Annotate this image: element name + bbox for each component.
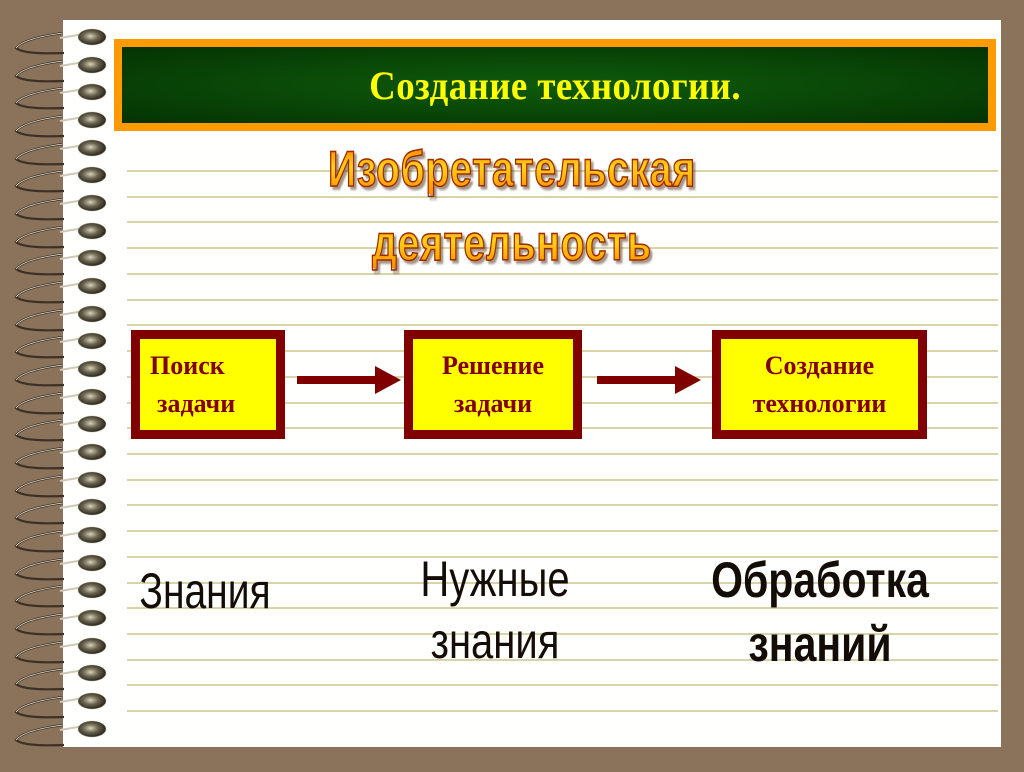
step-label-line1: Создание bbox=[764, 350, 875, 380]
step-label-line2: задачи bbox=[157, 388, 236, 418]
rule-line bbox=[127, 556, 998, 558]
rule-line bbox=[127, 582, 998, 584]
knowledge-label: Знания bbox=[131, 566, 279, 616]
subtitle-line-1: Изобретательская bbox=[113, 143, 912, 195]
step-label-line2: технологии bbox=[752, 388, 887, 418]
rule-line bbox=[127, 221, 998, 223]
step-box-solve-task: Решение задачи bbox=[404, 330, 582, 439]
subtitle-line-2: деятельность bbox=[113, 217, 912, 269]
rule-line bbox=[127, 247, 998, 249]
rule-line bbox=[127, 479, 998, 481]
spiral-ring-binding-icon bbox=[0, 0, 120, 767]
rule-line bbox=[127, 453, 998, 455]
needed-knowledge-line2: знания bbox=[430, 613, 560, 669]
rule-line bbox=[127, 273, 998, 275]
step-box-search-task: Поиск задачи bbox=[131, 330, 285, 439]
rule-line bbox=[127, 684, 998, 686]
title-banner: Создание технологии. bbox=[114, 39, 996, 131]
rule-line bbox=[127, 170, 998, 172]
rule-line bbox=[127, 530, 998, 532]
knowledge-processing-line1: Обработка bbox=[711, 552, 929, 608]
rule-line bbox=[127, 710, 998, 712]
rule-line bbox=[127, 659, 998, 661]
rule-line bbox=[127, 299, 998, 301]
step-label-line1: Поиск bbox=[150, 350, 225, 380]
title-banner-inner: Создание технологии. bbox=[122, 47, 988, 123]
rule-line bbox=[127, 504, 998, 506]
arrow-right-icon bbox=[597, 366, 701, 394]
arrow-right-icon bbox=[297, 366, 401, 394]
step-label-line1: Решение bbox=[441, 350, 545, 380]
step-label-line2: задачи bbox=[453, 388, 533, 418]
rule-line bbox=[127, 607, 998, 609]
needed-knowledge-label: Нужные знания bbox=[403, 548, 587, 672]
rule-line bbox=[127, 324, 998, 326]
needed-knowledge-line1: Нужные bbox=[420, 551, 570, 607]
step-box-create-technology: Создание технологии bbox=[712, 330, 927, 439]
rule-line bbox=[127, 633, 998, 635]
knowledge-processing-line2: знаний bbox=[748, 616, 892, 672]
knowledge-processing-label: Обработка знаний bbox=[689, 548, 951, 676]
rule-line bbox=[127, 196, 998, 198]
knowledge-text: Знания bbox=[139, 563, 271, 619]
page-title: Создание технологии. bbox=[369, 62, 741, 108]
